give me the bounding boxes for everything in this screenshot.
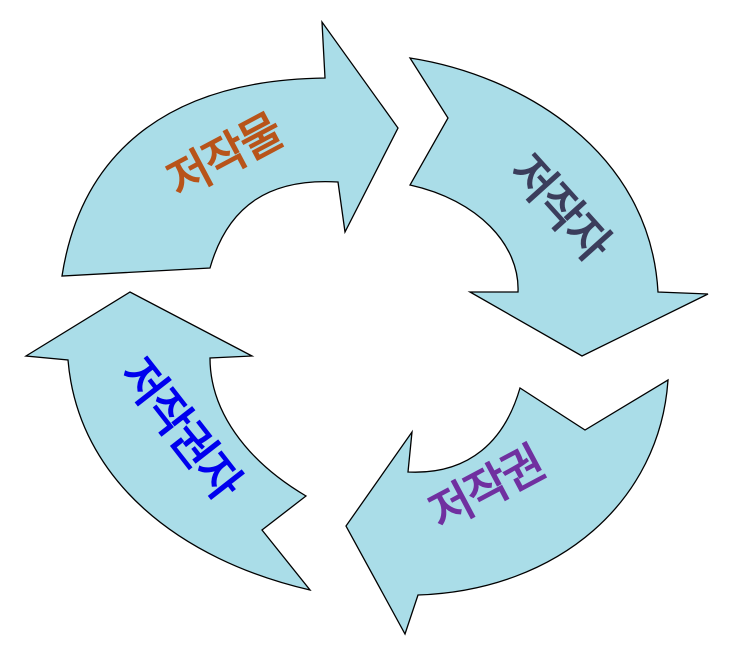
arrow-author-shape bbox=[408, 57, 709, 357]
arrow-copyright-holder: 저작권자 bbox=[24, 291, 312, 592]
arrow-copyrighted-work: 저작물 bbox=[61, 19, 399, 277]
arrow-copyrighted-work-shape bbox=[61, 19, 399, 277]
arrow-copyright-shape bbox=[345, 378, 669, 636]
arrow-copyright-holder-shape bbox=[24, 291, 312, 592]
arrow-copyright: 저작권 bbox=[345, 378, 669, 636]
arrow-author: 저작자 bbox=[408, 57, 709, 357]
